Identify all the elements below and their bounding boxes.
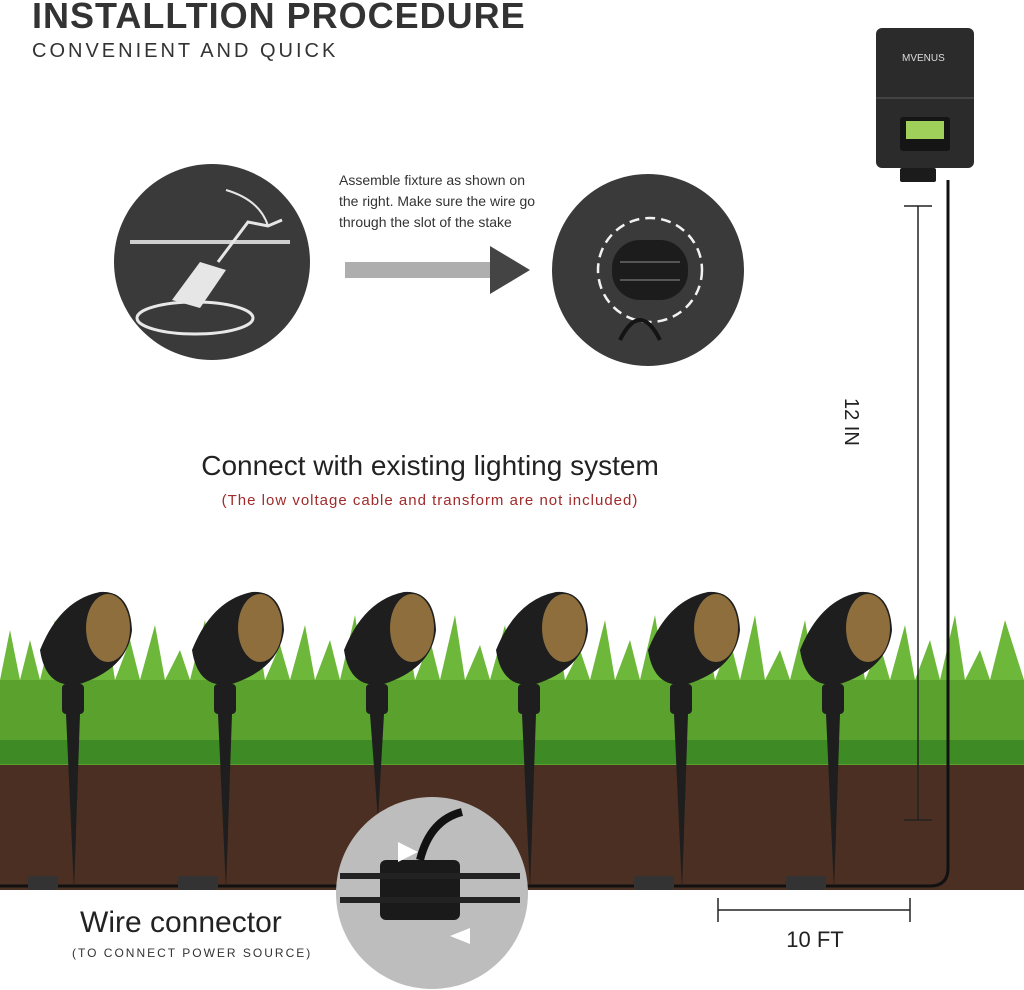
step-assemble-circle — [552, 174, 744, 366]
transformer-box: MVENUS — [876, 28, 974, 182]
wire-connector-sublabel: (TO CONNECT POWER SOURCE) — [72, 946, 313, 960]
height-label: 12 IN — [840, 398, 862, 446]
wire-connector-circle — [336, 797, 528, 989]
spotlight-fixtures — [28, 591, 892, 890]
transformer-brand: MVENUS — [902, 53, 945, 64]
spotlight-2 — [178, 591, 284, 890]
page-subtitle: CONVENIENT AND QUICK — [32, 40, 339, 62]
main-cable — [0, 180, 950, 888]
spotlight-5 — [634, 591, 740, 890]
arrow-icon — [345, 246, 530, 294]
connect-heading: Connect with existing lighting system — [201, 450, 659, 481]
spotlight-1 — [28, 591, 132, 890]
step-instruction: Assemble fixture as shown on the right. … — [339, 172, 536, 230]
spotlight-6 — [786, 591, 892, 890]
step-dig-circle — [114, 164, 310, 360]
spotlight-4 — [496, 591, 588, 890]
height-dimension — [904, 205, 932, 821]
spotlight-3 — [344, 591, 436, 820]
spacing-label: 10 FT — [786, 927, 844, 952]
spacing-dimension — [717, 898, 911, 922]
page-title: INSTALLTION PROCEDURE — [32, 0, 526, 36]
wire-connector-label: Wire connector — [80, 906, 282, 939]
not-included-note: (The low voltage cable and transform are… — [221, 492, 639, 509]
